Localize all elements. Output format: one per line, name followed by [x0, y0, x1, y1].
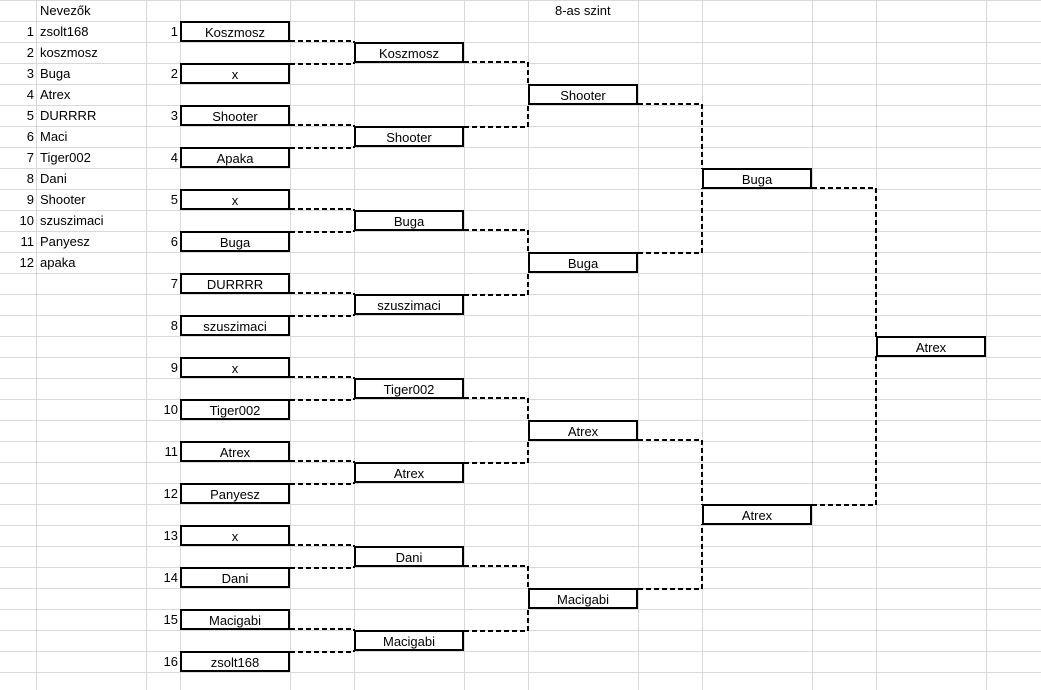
entrant-number: 11 [20, 234, 35, 249]
entrant-name: Maci [40, 129, 68, 144]
round2-player-box[interactable]: Buga [354, 210, 464, 231]
round3-player-box[interactable]: Atrex [528, 420, 638, 441]
entrant-number: 3 [26, 66, 34, 81]
entrant-number: 2 [26, 45, 34, 60]
entrant-number: 4 [26, 87, 34, 102]
entrant-name: Shooter [40, 192, 86, 207]
round1-player-box[interactable]: x [180, 189, 290, 210]
bracket-slot-number: 11 [164, 444, 179, 459]
entrant-number: 9 [26, 192, 34, 207]
bracket-slot-number: 5 [170, 192, 178, 207]
round1-player-box[interactable]: Buga [180, 231, 290, 252]
bracket-slot-number: 14 [163, 570, 178, 585]
entrant-name: Dani [40, 171, 67, 186]
round1-player-box[interactable]: x [180, 63, 290, 84]
final-winner-box[interactable]: Atrex [876, 336, 986, 357]
bracket-slot-number: 7 [170, 276, 178, 291]
round1-player-box[interactable]: DURRRR [180, 273, 290, 294]
round2-player-box[interactable]: Dani [354, 546, 464, 567]
bracket-slot-number: 1 [170, 24, 178, 39]
round2-player-box[interactable]: Koszmosz [354, 42, 464, 63]
bracket-slot-number: 16 [163, 654, 178, 669]
round2-player-box[interactable]: Shooter [354, 126, 464, 147]
round2-player-box[interactable]: Macigabi [354, 630, 464, 651]
entrant-name: Buga [40, 66, 71, 81]
bracket-slot-number: 13 [163, 528, 178, 543]
bracket-slot-number: 9 [170, 360, 178, 375]
entrant-number: 1 [26, 24, 34, 39]
entrant-number: 8 [26, 171, 34, 186]
level-title: 8-as szint [555, 3, 611, 18]
bracket-slot-number: 3 [170, 108, 178, 123]
round3-player-box[interactable]: Macigabi [528, 588, 638, 609]
entrant-name: Tiger002 [40, 150, 91, 165]
bracket-slot-number: 15 [163, 612, 178, 627]
entrant-name: apaka [40, 255, 76, 270]
round3-player-box[interactable]: Shooter [528, 84, 638, 105]
entrant-name: Panyesz [40, 234, 90, 249]
round2-player-box[interactable]: Atrex [354, 462, 464, 483]
round1-player-box[interactable]: x [180, 525, 290, 546]
round1-player-box[interactable]: Shooter [180, 105, 290, 126]
entrant-number: 5 [26, 108, 34, 123]
round1-player-box[interactable]: Tiger002 [180, 399, 290, 420]
entrant-name: DURRRR [40, 108, 97, 123]
entrant-name: szuszimaci [40, 213, 104, 228]
round1-player-box[interactable]: Macigabi [180, 609, 290, 630]
round1-player-box[interactable]: Koszmosz [180, 21, 290, 42]
entrant-number: 12 [19, 255, 34, 270]
round2-player-box[interactable]: Tiger002 [354, 378, 464, 399]
round4-player-box[interactable]: Buga [702, 168, 812, 189]
round3-player-box[interactable]: Buga [528, 252, 638, 273]
entrants-header: Nevezők [40, 3, 91, 18]
bracket-slot-number: 4 [170, 150, 178, 165]
round1-player-box[interactable]: Apaka [180, 147, 290, 168]
bracket-slot-number: 2 [170, 66, 178, 81]
round2-player-box[interactable]: szuszimaci [354, 294, 464, 315]
round1-player-box[interactable]: Atrex [180, 441, 290, 462]
entrant-name: zsolt168 [40, 24, 89, 39]
bracket-slot-number: 8 [170, 318, 178, 333]
round1-player-box[interactable]: Dani [180, 567, 290, 588]
entrant-name: Atrex [40, 87, 71, 102]
entrant-number: 10 [19, 213, 34, 228]
round4-player-box[interactable]: Atrex [702, 504, 812, 525]
entrant-number: 6 [26, 129, 34, 144]
round1-player-box[interactable]: Panyesz [180, 483, 290, 504]
round1-player-box[interactable]: zsolt168 [180, 651, 290, 672]
bracket-slot-number: 12 [163, 486, 178, 501]
entrant-name: koszmosz [40, 45, 98, 60]
bracket-slot-number: 6 [170, 234, 178, 249]
round1-player-box[interactable]: szuszimaci [180, 315, 290, 336]
entrant-number: 7 [26, 150, 34, 165]
round1-player-box[interactable]: x [180, 357, 290, 378]
bracket-slot-number: 10 [163, 402, 178, 417]
